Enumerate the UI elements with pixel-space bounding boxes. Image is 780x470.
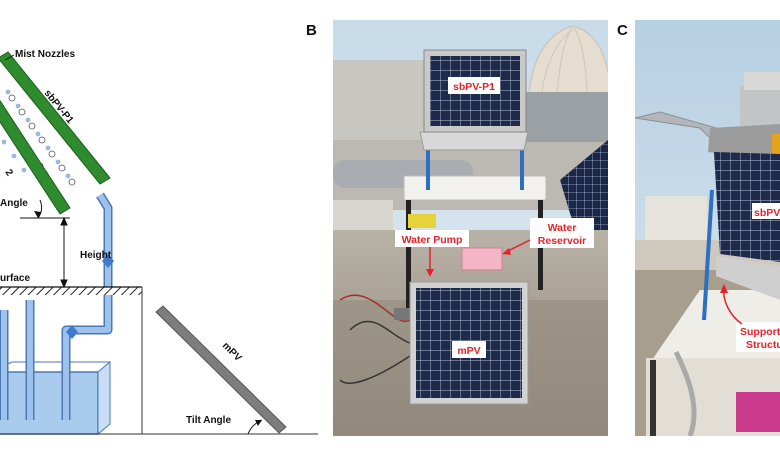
water-pump-box <box>408 214 436 228</box>
panel-b-letter: B <box>306 22 317 39</box>
dome <box>527 25 608 109</box>
panel-c-photo: sbPV- Support Structu <box>635 20 780 436</box>
sbpv-photo-label-fragment: sbPV- <box>754 207 780 219</box>
angle-label: Angle <box>0 198 28 209</box>
sbpv-p2-panel <box>0 99 71 215</box>
sbpv-p1-photo-label: sbPV-P1 <box>453 81 495 93</box>
water-reservoir-label-line2: Reservoir <box>538 235 586 247</box>
panel-a-schematic: Mist Nozzles sbPV-P1 2 Angle Height urfa… <box>0 49 318 436</box>
pipe-valve-upper <box>102 254 114 268</box>
angle-arc <box>37 199 43 219</box>
sbpv-p2-label-fragment: 2 <box>3 168 15 179</box>
blue-support-rod <box>702 189 714 321</box>
water-pump-label: Water Pump <box>402 234 463 246</box>
mpv-label: mPV <box>220 340 244 364</box>
surface-label: urface <box>0 273 30 284</box>
tilt-angle-label: Tilt Angle <box>186 415 231 426</box>
water-tank-side <box>97 360 111 436</box>
table-top <box>403 175 547 201</box>
support-structure-label-line1: Support <box>740 326 780 338</box>
height-label: Height <box>80 250 112 261</box>
water-reservoir-label-line1: Water <box>548 222 577 234</box>
sbpv-p1-panel <box>0 51 111 185</box>
water-tank <box>0 371 99 435</box>
sbpv-housing <box>708 124 780 160</box>
mpv-photo-label: mPV <box>457 345 480 357</box>
mpv-panel <box>155 305 287 434</box>
panel-b-photo: sbPV-P1 Water Pump Water Reservoir mPV <box>333 20 608 436</box>
support-structure-label-line2: Structu <box>746 339 780 351</box>
roof-surface <box>0 287 142 295</box>
mist-nozzles-label: Mist Nozzles <box>15 49 75 60</box>
pipe-valve-lower <box>66 325 78 339</box>
panel-c-letter: C <box>617 22 628 39</box>
collection-tray <box>419 131 529 151</box>
water-pipes <box>0 192 113 420</box>
water-reservoir-box <box>461 247 503 271</box>
height-dimension <box>20 216 70 289</box>
sbpv-photo-panel-c <box>714 152 780 262</box>
